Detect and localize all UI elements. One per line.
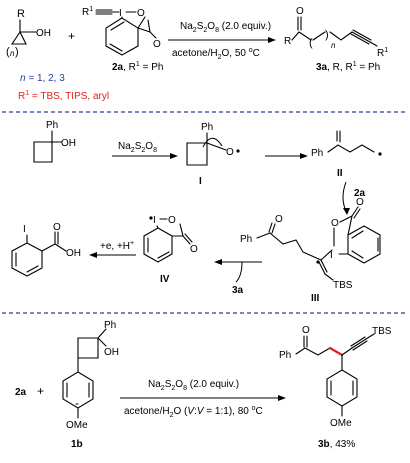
reagent-r1-label: R1 bbox=[82, 6, 93, 18]
note-n-range: n = 1, 2, 3 bbox=[20, 73, 65, 84]
int4-carbonyl-oxygen: O bbox=[190, 244, 198, 255]
start-n-label: n bbox=[10, 49, 15, 58]
mech-arrow-2a-label: 2a bbox=[354, 188, 366, 199]
product-3b-structure: O Ph TBS OMe 3b, 43% bbox=[279, 325, 392, 450]
intermediate-i-structure: Ph O I bbox=[186, 122, 240, 187]
svg-text:(: ( bbox=[6, 46, 10, 58]
svg-text:(: ( bbox=[309, 37, 313, 49]
top-condition-oxidant: Na2S2O8 (2.0 equiv.) bbox=[180, 21, 271, 34]
ebx-reagent-structure: R1 I O O 2a, R1 = Ph bbox=[82, 6, 163, 73]
prod3b-oxygen: O bbox=[302, 325, 310, 336]
svg-text:): ) bbox=[325, 29, 329, 41]
reagent-label: 2a, R1 = Ph bbox=[112, 61, 163, 73]
mech-sm-oh: OH bbox=[61, 138, 76, 149]
mech-sm-ph: Ph bbox=[46, 120, 58, 131]
sm1b-ph: Ph bbox=[104, 320, 116, 331]
prod3b-ph: Ph bbox=[279, 350, 291, 361]
int3-tbs: TBS bbox=[333, 280, 353, 291]
int2-ph: Ph bbox=[311, 148, 323, 159]
general-reaction: R OH n ( ) + R1 I O O 2a, R1 bbox=[6, 6, 388, 102]
mechanism: Ph OH Na2S2O8 Ph O I Ph bbox=[11, 120, 382, 304]
final-iodine: I bbox=[23, 224, 26, 235]
int1-oxygen: O bbox=[226, 147, 234, 158]
intermediate-iv-structure: I O O IV bbox=[143, 215, 198, 285]
reagent-iodine-label: I bbox=[119, 8, 122, 19]
note-r1-scope: R1 = TBS, TIPS, aryl bbox=[18, 90, 109, 102]
mech-electron-proton: +e, +H+ bbox=[100, 240, 134, 252]
sm1b-label: 1b bbox=[71, 439, 83, 450]
mech-arrow-3a-label: 3a bbox=[232, 285, 244, 296]
final-carbonyl-oxygen: O bbox=[53, 222, 61, 233]
prod3b-ome: OMe bbox=[330, 418, 352, 429]
top-condition-solvent: acetone/H2O, 50 oC bbox=[172, 47, 260, 61]
product-label: 3a, R, R1 = Ph bbox=[316, 61, 380, 73]
substrate-1b-structure: Ph OH OMe 1b bbox=[62, 320, 119, 450]
svg-text:): ) bbox=[15, 46, 19, 58]
new-bond-highlight bbox=[328, 346, 344, 357]
int3-label: III bbox=[311, 293, 320, 304]
sm1b-oh: OH bbox=[104, 347, 119, 358]
cycloalkanol-structure: R OH n ( ) bbox=[6, 8, 51, 58]
int3-iodine: I bbox=[330, 250, 333, 261]
int4-ring-oxygen: O bbox=[168, 215, 176, 226]
int1-fragmentation-arrow bbox=[202, 137, 223, 148]
int4-iodine: I bbox=[153, 215, 156, 226]
int2-label: II bbox=[337, 168, 343, 179]
bottom-plus: + bbox=[37, 384, 44, 398]
int3-ring-oxygen: O bbox=[331, 218, 339, 229]
prod3b-label: 3b, 43% bbox=[318, 439, 355, 450]
start-oh-label: OH bbox=[36, 28, 51, 39]
prod3b-tbs: TBS bbox=[372, 326, 392, 337]
int4-label: IV bbox=[160, 274, 170, 285]
reagent-carbonyl-oxygen: O bbox=[153, 39, 161, 50]
int1-ph: Ph bbox=[201, 122, 213, 133]
product-r1-label: R1 bbox=[377, 47, 388, 59]
alkynyl-ketone-product: O R ( ) n R1 3a, R, R1 = Ph bbox=[284, 6, 388, 73]
reagent-ring-oxygen: O bbox=[137, 8, 145, 19]
phenylcyclobutanol-structure: Ph OH bbox=[33, 120, 76, 163]
product-n-label: n bbox=[331, 41, 336, 50]
int3-carbonyl-oxygen: O bbox=[356, 197, 364, 208]
int3-ketone-oxygen: O bbox=[275, 214, 283, 225]
intermediate-iii-structure: O Ph I O O TBS III bbox=[240, 197, 381, 304]
substrate-reaction: 2a + Ph OH OMe 1b Na2S2O8 (2.0 equiv.) a… bbox=[15, 320, 392, 450]
mech-reagent-oxidant: Na2S2O8 bbox=[118, 141, 157, 154]
int3-ph: Ph bbox=[240, 234, 252, 245]
bottom-condition-solvent: acetone/H2O (V:V = 1:1), 80 oC bbox=[124, 405, 263, 419]
final-oh: OH bbox=[66, 248, 81, 259]
product-oxygen: O bbox=[296, 6, 304, 17]
bottom-condition-oxidant: Na2S2O8 (2.0 equiv.) bbox=[148, 379, 239, 392]
iodobenzoic-acid-structure: I O OH bbox=[11, 222, 81, 277]
bottom-reagent-2a: 2a bbox=[15, 387, 27, 398]
intermediate-ii-structure: Ph II bbox=[311, 130, 382, 179]
product-r-label: R bbox=[284, 36, 291, 47]
int1-label: I bbox=[199, 176, 202, 187]
plus-sign: + bbox=[68, 29, 75, 43]
start-r-label: R bbox=[17, 8, 25, 20]
mech-arrow-2a bbox=[342, 181, 347, 212]
sm1b-ome: OMe bbox=[66, 420, 88, 431]
